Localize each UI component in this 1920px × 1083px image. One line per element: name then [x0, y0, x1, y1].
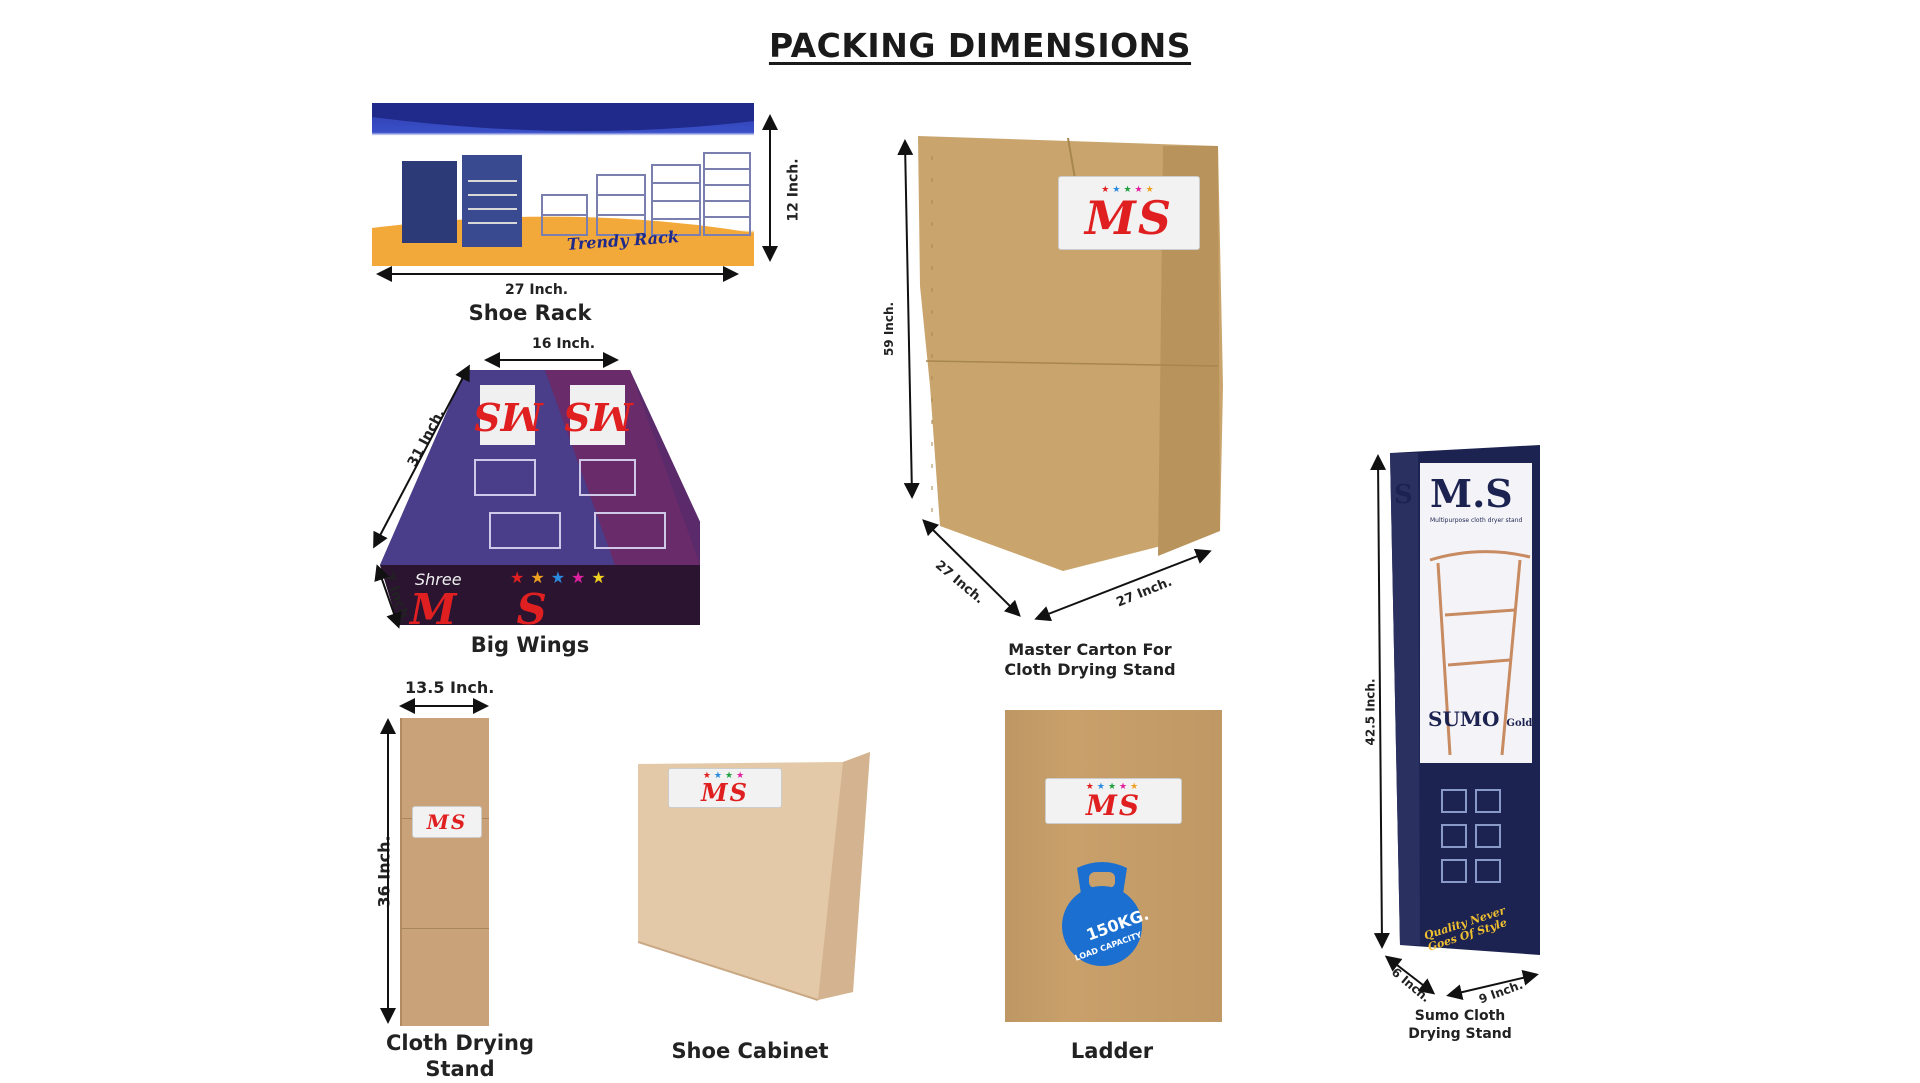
- cloth-drying-stand-ms-logo: MS: [412, 806, 482, 838]
- big-wings-top-label: 16 Inch.: [532, 336, 596, 352]
- shoe-cabinet-label: Shoe Cabinet: [671, 1039, 829, 1063]
- shoe-cabinet-ms-logo: ★★★★ MS: [668, 768, 782, 808]
- svg-text:MS: MS: [563, 394, 635, 439]
- big-wings-brand: Shree: [415, 570, 462, 589]
- shoe-rack-label: Shoe Rack: [468, 301, 592, 325]
- svg-text:MS: MS: [473, 394, 545, 439]
- master-carton-image: ★★★★★ MS: [918, 136, 1228, 578]
- big-wings-label: Big Wings: [470, 633, 590, 657]
- sumo-label: Sumo Cloth Drying Stand: [1408, 1008, 1512, 1042]
- master-carton-label: Master Carton For Cloth Drying Stand: [1004, 640, 1176, 679]
- sumo-brand: M.S: [1430, 471, 1513, 516]
- master-carton-width-label: 27 Inch.: [1114, 574, 1175, 611]
- cloth-drying-stand-height-label: 36 Inch.: [374, 835, 394, 908]
- master-carton-height-label: 59 Inch.: [882, 301, 897, 357]
- sumo-height-label: 42.5 Inch.: [1363, 678, 1378, 746]
- ladder-ms-logo: ★★★★★ MS: [1045, 778, 1182, 824]
- master-carton-ms-logo: ★★★★★ MS: [1058, 176, 1200, 250]
- cloth-drying-stand-width-label: 13.5 Inch.: [405, 678, 495, 697]
- sumo-width-label: 9 Inch.: [1476, 977, 1525, 1007]
- big-wings-stars: ★★★★★: [510, 568, 612, 587]
- sumo-height-arrow: [1370, 454, 1390, 949]
- sumo-box-image: S M.S Multipurpose cloth dryer stand SUM…: [1390, 445, 1540, 965]
- sumo-subtitle: Multipurpose cloth dryer stand: [1430, 517, 1523, 524]
- cloth-drying-stand-box-image: MS: [400, 718, 489, 1026]
- shoe-cabinet-box-image: ★★★★ MS: [637, 752, 873, 1002]
- logo-stars-icon: ★★★★★: [1101, 184, 1157, 195]
- big-wings-box-image: MS MS Shree ★★★★★ MS: [380, 365, 720, 634]
- sumo-model: SUMO Gold: [1428, 707, 1533, 731]
- shoe-rack-box-image: Trendy Rack: [372, 103, 754, 266]
- ladder-label: Ladder: [1070, 1039, 1154, 1063]
- logo-stars-icon: ★★★★: [702, 770, 748, 781]
- ladder-box-image: ★★★★★ MS 150KG. LOAD CAPACITY: [1005, 710, 1222, 1022]
- kettlebell-icon: [1062, 862, 1142, 966]
- page-title: PACKING DIMENSIONS: [768, 26, 1192, 65]
- master-carton-height-arrow: [897, 139, 920, 499]
- cloth-drying-stand-label: Cloth Drying Stand: [386, 1031, 534, 1082]
- big-wings-logo: MS: [410, 585, 607, 634]
- sumo-depth-label: 6 Inch.: [1388, 964, 1433, 1006]
- shoe-rack-height-label: 12 Inch.: [785, 158, 802, 222]
- shoe-rack-width-label: 27 Inch.: [505, 282, 569, 298]
- logo-stars-icon: ★★★★★: [1085, 781, 1142, 792]
- sumo-side-letter: S: [1394, 480, 1413, 510]
